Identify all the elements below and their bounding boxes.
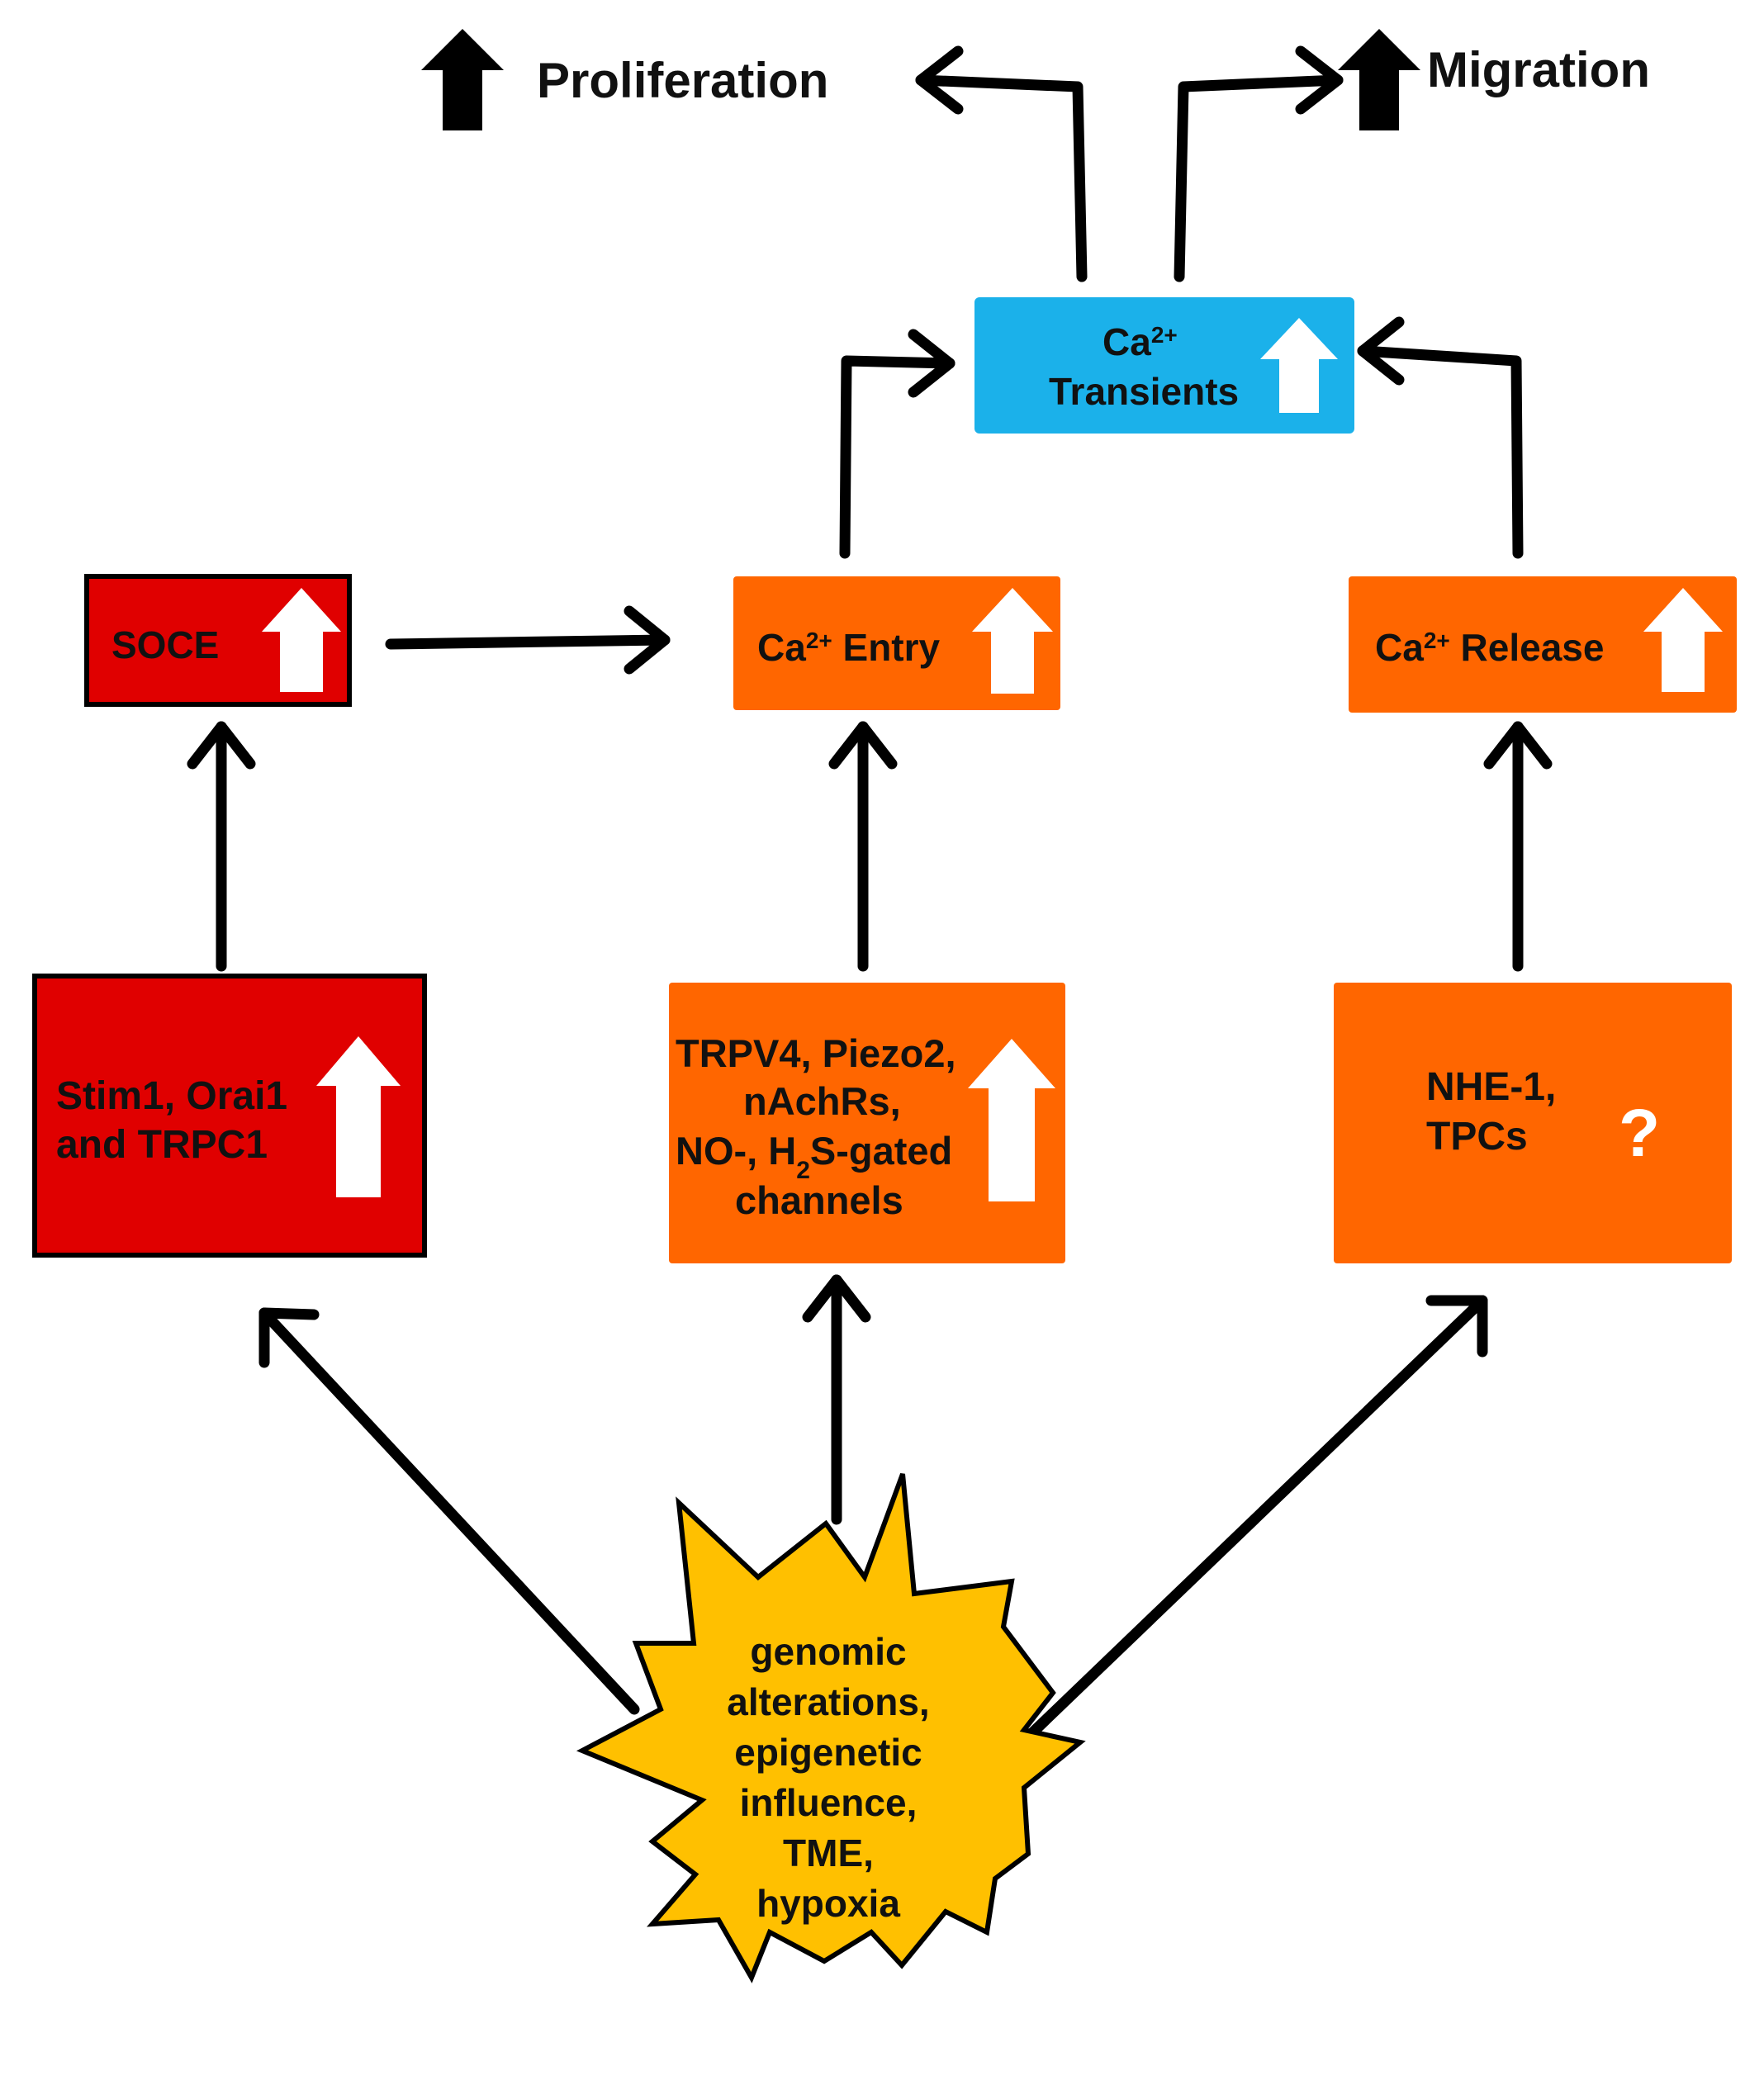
arrow-release-to-transients-head	[1357, 316, 1405, 386]
arrow-release-to-transients	[1357, 345, 1524, 559]
trigger-line-2: alterations,	[727, 1680, 929, 1723]
ca-release-box-bg	[1349, 576, 1737, 713]
nhe-line2: TPCs	[1426, 1115, 1528, 1159]
arrow-entry-to-transients-head	[908, 329, 956, 398]
arrow-trigger-to-stim-head	[258, 1307, 320, 1368]
soce-label: SOCE	[111, 623, 219, 666]
ca-transients-line1: Ca2+	[1102, 320, 1178, 363]
soce-box: SOCE	[84, 574, 352, 707]
white-up-arrow-icon	[316, 1036, 401, 1197]
arrow-transients-to-migration-head	[1295, 45, 1344, 115]
ca-release-label: Ca2+ Release	[1375, 626, 1604, 669]
ca-entry-box: Ca2+ Entry	[733, 576, 1060, 710]
starburst-shape	[576, 1472, 1086, 1983]
arrow-transients-to-proliferation-head	[915, 45, 964, 115]
arrow-transients-to-migration	[1174, 74, 1344, 282]
trigger-starburst: genomic alterations, epigenetic influenc…	[576, 1472, 1086, 1983]
trigger-line-4: influence,	[740, 1781, 918, 1824]
nhe-line1: NHE-1,	[1426, 1065, 1556, 1109]
black-up-arrow-icon	[1338, 29, 1420, 130]
ca-transients-line2: Transients	[1049, 370, 1239, 413]
channels-line2: nAchRs,	[743, 1079, 901, 1123]
proliferation-outcome: Proliferation	[421, 29, 828, 130]
nhe-box-bg	[1334, 983, 1732, 1263]
arrow-soce-to-entry	[385, 634, 671, 650]
arrow-transients-to-proliferation	[915, 74, 1088, 282]
trigger-line-5: TME,	[783, 1831, 874, 1874]
ca-entry-label: Ca2+ Entry	[757, 626, 941, 669]
channels-line1: TRPV4, Piezo2,	[676, 1031, 956, 1075]
arrow-trigger-to-channels-head	[802, 1274, 871, 1323]
arrow-soce-to-entry-head	[624, 605, 671, 675]
ca-release-box: Ca2+ Release	[1349, 576, 1737, 713]
channels-line3: NO-, H2S-gated	[676, 1129, 952, 1184]
proliferation-label: Proliferation	[537, 53, 828, 108]
arrow-entry-to-transients	[839, 355, 956, 559]
white-up-arrow-icon	[968, 1039, 1055, 1201]
white-up-arrow-icon	[1643, 588, 1723, 692]
arrow-nhe-to-release-head	[1483, 721, 1553, 770]
white-up-arrow-icon	[972, 588, 1053, 694]
stim-line2: and TRPC1	[56, 1123, 268, 1167]
black-up-arrow-icon	[421, 29, 504, 130]
unknown-question-mark: ?	[1619, 1096, 1660, 1171]
trigger-line-3: epigenetic	[734, 1731, 922, 1774]
ca-entry-box-bg	[733, 576, 1060, 710]
channels-box: TRPV4, Piezo2, nAchRs, NO-, H2S-gated ch…	[669, 983, 1065, 1263]
arrow-trigger-to-stim	[258, 1307, 640, 1715]
arrow-channels-to-entry-head	[828, 721, 898, 770]
white-up-arrow-icon	[262, 588, 341, 692]
flow-arrows	[187, 45, 1553, 1748]
ca-transients-box: Ca2+ Transients	[974, 297, 1354, 434]
stim-orai-trpc-box: Stim1, Orai1 and TRPC1	[32, 974, 427, 1258]
white-up-arrow-icon	[1260, 318, 1338, 413]
migration-label: Migration	[1427, 42, 1650, 97]
migration-outcome: Migration	[1338, 29, 1650, 130]
ca-transients-box-bg	[974, 297, 1354, 434]
nhe-tpcs-box: NHE-1, TPCs ?	[1334, 983, 1732, 1263]
arrow-trigger-to-nhe-head	[1425, 1295, 1488, 1358]
stim-line1: Stim1, Orai1	[56, 1074, 287, 1118]
arrow-stim-to-soce-head	[187, 721, 256, 770]
arrow-trigger-to-nhe	[1017, 1295, 1488, 1748]
trigger-line-1: genomic	[750, 1630, 906, 1673]
channels-box-bg	[669, 983, 1065, 1263]
trigger-line-6: hypoxia	[756, 1882, 900, 1925]
channels-line4: channels	[735, 1178, 903, 1222]
